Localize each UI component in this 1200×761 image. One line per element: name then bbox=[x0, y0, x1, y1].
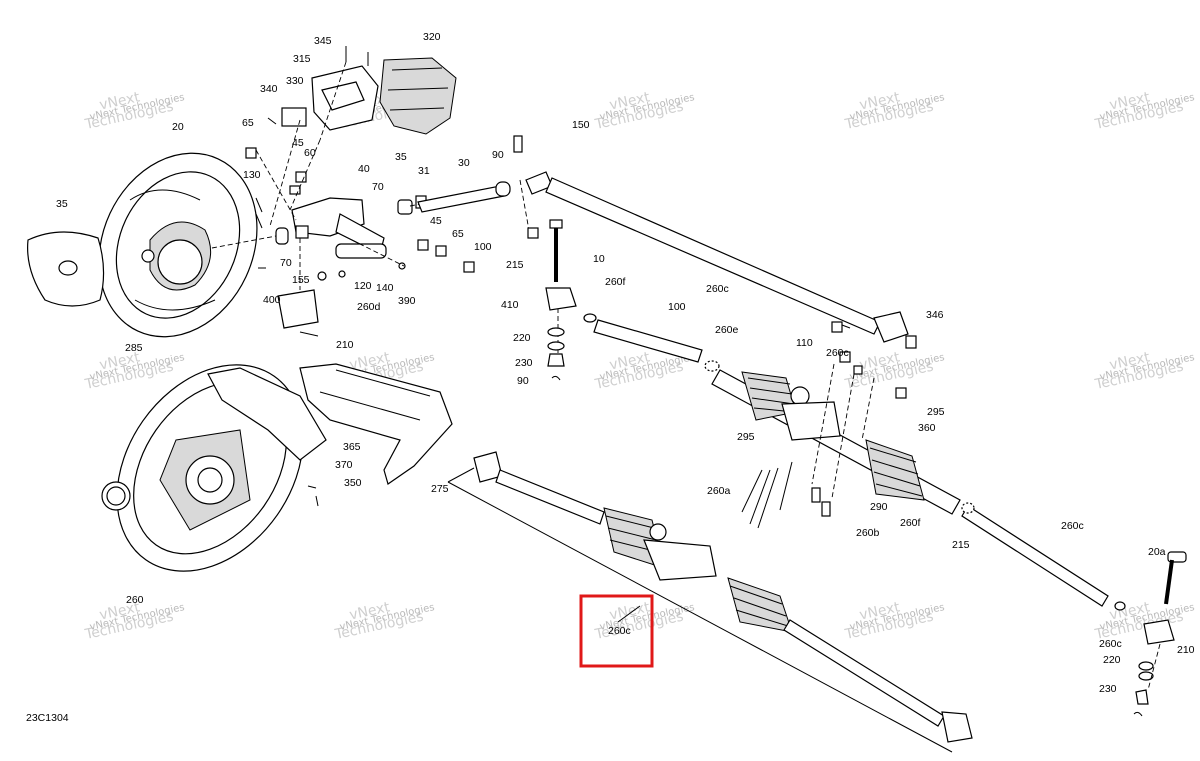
part-label: 10 bbox=[593, 253, 605, 265]
part-label: 100 bbox=[668, 301, 686, 313]
part-label: 330 bbox=[286, 75, 304, 87]
column-bracket bbox=[245, 46, 475, 337]
part-label: 260c bbox=[826, 347, 849, 359]
part-label: 370 bbox=[335, 459, 353, 471]
steering-rack-upper bbox=[711, 321, 1109, 607]
part-label: 260c bbox=[608, 625, 631, 637]
part-label: 400 bbox=[263, 294, 281, 306]
highlight-box-260 bbox=[579, 594, 654, 668]
part-label: 90 bbox=[517, 375, 529, 387]
part-label: 150 bbox=[572, 119, 590, 131]
part-label: 100 bbox=[474, 241, 492, 253]
part-label: 275 bbox=[431, 483, 449, 495]
part-label: 360 bbox=[918, 422, 936, 434]
part-label: 70 bbox=[372, 181, 384, 193]
part-label: 290 bbox=[870, 501, 888, 513]
part-label: 210 bbox=[336, 339, 354, 351]
steering-rack-assembly bbox=[447, 451, 973, 753]
lower-cover bbox=[207, 363, 453, 507]
part-label: 230 bbox=[1099, 683, 1117, 695]
column-cover bbox=[311, 57, 457, 135]
part-label: 110 bbox=[796, 337, 813, 349]
part-label: 320 bbox=[423, 31, 441, 43]
part-label: 345 bbox=[314, 35, 332, 47]
part-label: 285 bbox=[125, 342, 143, 354]
part-label: 130 bbox=[243, 169, 261, 181]
part-label: 260d bbox=[357, 301, 381, 313]
horn-pad bbox=[27, 231, 105, 307]
tie-rod-end-left bbox=[545, 219, 597, 381]
part-label: 70 bbox=[280, 257, 292, 269]
part-label: 31 bbox=[418, 165, 430, 177]
part-label: 20a bbox=[1148, 546, 1166, 558]
part-label: 390 bbox=[398, 295, 416, 307]
part-label: 215 bbox=[506, 259, 524, 271]
part-label: 210 bbox=[1177, 644, 1195, 656]
part-label: 140 bbox=[376, 282, 394, 294]
part-label: 260 bbox=[126, 594, 144, 606]
part-label: 260c bbox=[706, 283, 729, 295]
tie-rod-upper bbox=[593, 319, 720, 372]
part-label: 120 bbox=[354, 280, 372, 292]
diagram-code: 23C1304 bbox=[26, 712, 69, 724]
part-label: 350 bbox=[344, 477, 362, 489]
part-label: 260c bbox=[1099, 638, 1122, 650]
part-label: 60 bbox=[304, 147, 316, 159]
part-label: 260e bbox=[715, 324, 739, 336]
part-label: 45 bbox=[430, 215, 442, 227]
part-label: 315 bbox=[293, 53, 311, 65]
part-label: 365 bbox=[343, 441, 361, 453]
part-label: 35 bbox=[395, 151, 407, 163]
tie-rod-end-right bbox=[1114, 551, 1187, 717]
steering-wheel-upper bbox=[98, 152, 258, 338]
part-label: 346 bbox=[926, 309, 944, 321]
part-label: 220 bbox=[1103, 654, 1121, 666]
part-label: 90 bbox=[492, 149, 504, 161]
part-label: 295 bbox=[737, 431, 755, 443]
part-label: 215 bbox=[952, 539, 970, 551]
part-label: 65 bbox=[452, 228, 464, 240]
part-label: 340 bbox=[260, 83, 278, 95]
steering-shaft bbox=[525, 171, 917, 349]
part-label: 40 bbox=[358, 163, 370, 175]
part-label: 260a bbox=[707, 485, 731, 497]
part-label: 35 bbox=[56, 198, 68, 210]
part-label: 30 bbox=[458, 157, 470, 169]
part-label: 155 bbox=[292, 274, 310, 286]
part-label: 20 bbox=[172, 121, 184, 133]
part-label: 260f bbox=[605, 276, 626, 288]
part-label: 45 bbox=[292, 137, 304, 149]
part-label: 260b bbox=[856, 527, 880, 539]
part-label: 230 bbox=[515, 357, 533, 369]
intermediate-shaft bbox=[417, 135, 539, 239]
part-label: 410 bbox=[501, 299, 519, 311]
part-label: 295 bbox=[927, 406, 945, 418]
part-label: 65 bbox=[242, 117, 254, 129]
part-label: 220 bbox=[513, 332, 531, 344]
part-label: 260f bbox=[900, 517, 921, 529]
part-label: 260c bbox=[1061, 520, 1084, 532]
